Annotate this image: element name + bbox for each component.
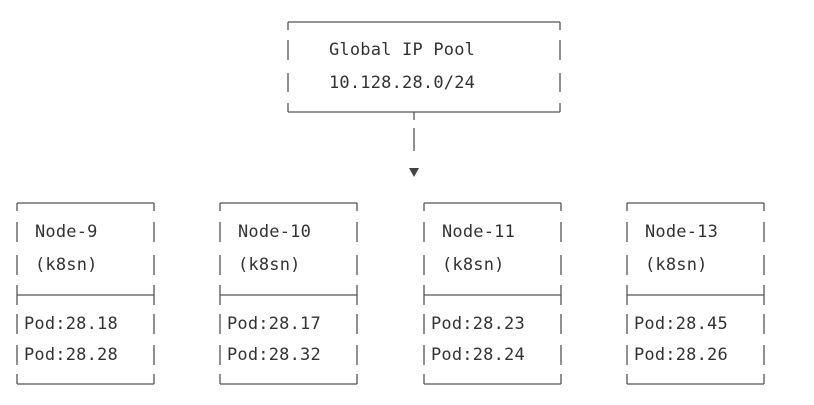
- pool-title: Global IP Pool: [329, 40, 476, 60]
- node-9-pod-1: Pod:28.18: [24, 314, 118, 334]
- node-11-type: (k8sn): [442, 255, 505, 275]
- node-9-pod-2: Pod:28.28: [24, 345, 118, 365]
- node-9-name: Node-9: [35, 222, 98, 242]
- node-11-name: Node-11: [442, 222, 516, 242]
- pool-cidr: 10.128.28.0/24: [329, 73, 476, 93]
- node-11-pod-2: Pod:28.24: [431, 345, 525, 365]
- node-13-pod-2: Pod:28.26: [634, 345, 728, 365]
- node-13-name: Node-13: [645, 222, 719, 242]
- down-arrow-icon: [409, 168, 419, 177]
- node-13-type: (k8sn): [645, 255, 708, 275]
- pool-box: [287, 21, 561, 113]
- node-9-type: (k8sn): [35, 255, 98, 275]
- node-10-pod-2: Pod:28.32: [227, 345, 321, 365]
- node-13-pod-1: Pod:28.45: [634, 314, 728, 334]
- node-10-type: (k8sn): [238, 255, 301, 275]
- node-10-pod-1: Pod:28.17: [227, 314, 321, 334]
- node-10-name: Node-10: [238, 222, 312, 242]
- node-11-pod-1: Pod:28.23: [431, 314, 525, 334]
